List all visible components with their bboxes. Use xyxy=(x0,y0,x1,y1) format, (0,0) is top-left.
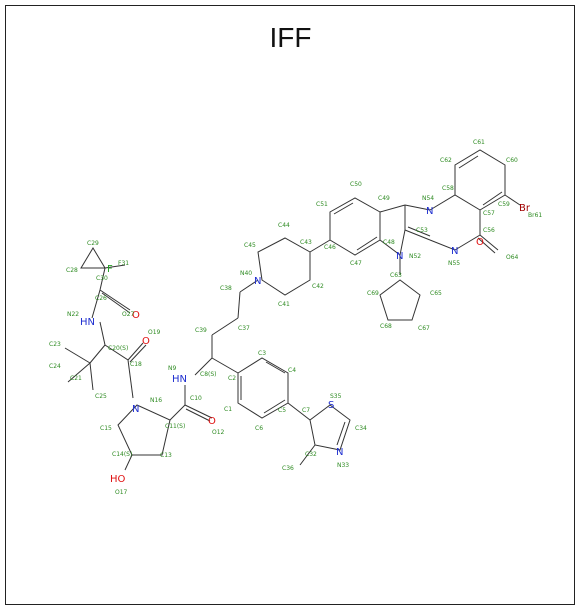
atom-glyphs: F HN O O HN N O HO N N N N O Br S N xyxy=(80,203,531,485)
index-label: C13 xyxy=(160,452,172,459)
index-label: C38 xyxy=(220,285,232,292)
index-label: C20(S) xyxy=(108,345,128,352)
index-label: C26 xyxy=(95,295,107,302)
index-label: C2 xyxy=(228,375,236,382)
index-label: C39 xyxy=(195,327,207,334)
index-label: C69 xyxy=(367,290,379,297)
molecule-diagram: F HN O O HN N O HO N N N N O Br S N C29 … xyxy=(49,139,542,496)
index-label: C48 xyxy=(383,239,395,246)
index-label: C4 xyxy=(288,367,296,374)
nitrogen-atom-n54: N xyxy=(426,206,433,217)
bond-lines xyxy=(64,149,521,471)
index-label: N33 xyxy=(337,462,349,469)
index-label: C42 xyxy=(312,283,324,290)
index-label: C60 xyxy=(506,157,518,164)
index-label: C57 xyxy=(483,210,495,217)
nitrogen-atom-n55: N xyxy=(451,246,458,257)
index-label: C6 xyxy=(255,425,263,432)
index-label: C24 xyxy=(49,363,61,370)
sulfur-atom: S xyxy=(328,400,334,411)
index-label: C62 xyxy=(440,157,452,164)
canvas-frame xyxy=(5,5,575,605)
oxygen-atom-o27: O xyxy=(132,310,140,321)
index-label: C58 xyxy=(442,185,454,192)
index-label: F31 xyxy=(118,260,129,267)
index-label: C29 xyxy=(87,240,99,247)
index-label: N40 xyxy=(240,270,252,277)
index-label: C41 xyxy=(278,301,290,308)
index-label: C36 xyxy=(282,465,294,472)
index-label: C53 xyxy=(416,227,428,234)
index-label: C1 xyxy=(224,406,232,413)
index-label: N55 xyxy=(448,260,460,267)
index-label: O27 xyxy=(122,311,135,318)
nitrogen-atom-n22: HN xyxy=(80,317,95,328)
index-label: C50 xyxy=(350,181,362,188)
index-label: C21 xyxy=(70,375,82,382)
bromine-atom: Br xyxy=(519,203,531,214)
index-label: Br61 xyxy=(528,212,542,219)
index-label: S35 xyxy=(330,393,342,400)
index-label: C49 xyxy=(378,195,390,202)
page-title: IFF xyxy=(269,22,312,53)
hydroxyl-atom-o17: HO xyxy=(110,474,126,485)
index-label: C59 xyxy=(498,201,510,208)
nitrogen-atom-n33: N xyxy=(336,447,343,458)
index-label: C63 xyxy=(390,272,402,279)
fluorine-atom: F xyxy=(107,264,113,275)
index-label: C18 xyxy=(130,361,142,368)
oxygen-atom-o64: O xyxy=(476,237,484,248)
nitrogen-atom-n16: N xyxy=(132,404,139,415)
index-label: N54 xyxy=(422,195,434,202)
index-label: O12 xyxy=(212,429,225,436)
index-label: C15 xyxy=(100,425,112,432)
index-label: C8(S) xyxy=(200,371,217,378)
oxygen-atom-o12: O xyxy=(208,416,216,427)
index-label: C37 xyxy=(238,325,250,332)
index-label: O17 xyxy=(115,489,128,496)
index-label: C25 xyxy=(95,393,107,400)
index-label: C3 xyxy=(258,350,266,357)
index-label: C56 xyxy=(483,227,495,234)
index-label: C10 xyxy=(190,395,202,402)
index-label: C51 xyxy=(316,201,328,208)
index-label: C47 xyxy=(350,260,362,267)
nitrogen-atom-n40: N xyxy=(254,276,261,287)
index-label: C43 xyxy=(300,239,312,246)
index-label: C65 xyxy=(430,290,442,297)
index-label: C5 xyxy=(278,407,286,414)
index-label: C45 xyxy=(244,242,256,249)
index-label: N22 xyxy=(67,311,79,318)
index-label: C30 xyxy=(96,275,108,282)
index-label: C34 xyxy=(355,425,367,432)
index-label: C23 xyxy=(49,341,61,348)
index-label: N16 xyxy=(150,397,162,404)
nitrogen-atom-n52: N xyxy=(396,251,403,262)
index-label: C28 xyxy=(66,267,78,274)
index-label: C44 xyxy=(278,222,290,229)
index-label: C46 xyxy=(324,244,336,251)
index-label: C67 xyxy=(418,325,430,332)
index-label: C61 xyxy=(473,139,485,146)
index-label: C32 xyxy=(305,451,317,458)
oxygen-atom-o19: O xyxy=(142,336,150,347)
index-label: C68 xyxy=(380,323,392,330)
index-label: O19 xyxy=(148,329,161,336)
index-label: C11(S) xyxy=(165,423,185,430)
nitrogen-atom-n9: HN xyxy=(172,374,187,385)
index-label: N9 xyxy=(168,365,176,372)
index-label: N52 xyxy=(409,253,421,260)
index-label: O64 xyxy=(506,254,519,261)
index-label: C14(S) xyxy=(112,451,132,458)
index-label: C7 xyxy=(302,407,310,414)
atom-index-labels: C29 C28 F31 C30 C26 O27 N22 C23 C20(S) O… xyxy=(49,139,542,496)
